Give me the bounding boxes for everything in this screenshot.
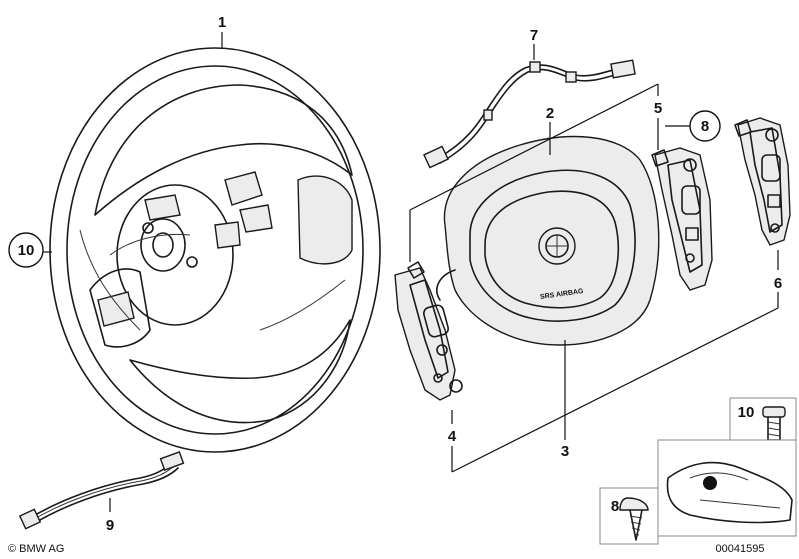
label-part-2: 2 — [546, 105, 554, 122]
svg-text:10: 10 — [18, 242, 35, 259]
airbag-module: SRS AIRBAG — [436, 135, 660, 346]
label-part-9: 9 — [106, 517, 114, 534]
label-part-5: 5 — [654, 100, 662, 117]
label-part-3: 3 — [561, 443, 569, 460]
inset-vehicle — [657, 439, 797, 537]
leader-lines — [42, 32, 779, 512]
left-multifunction-switch — [394, 261, 463, 401]
label-part-8-circled: 8 — [689, 110, 721, 142]
right-multifunction-switch — [651, 147, 713, 291]
copyright-text: © BMW AG — [8, 543, 64, 555]
svg-text:8: 8 — [701, 118, 709, 135]
steering-wheel — [49, 47, 381, 453]
sport-multifunction-switch — [734, 117, 791, 246]
ribbon-cable — [18, 451, 185, 530]
inset-self-tapping-screw — [599, 487, 659, 545]
label-part-7: 7 — [530, 27, 538, 44]
diagram-id: 00041595 — [716, 543, 765, 555]
cable-harness — [423, 59, 636, 169]
label-inset-8: 8 — [611, 498, 619, 515]
label-part-6: 6 — [774, 275, 782, 292]
label-inset-10: 10 — [738, 404, 755, 421]
label-part-10-circled: 10 — [8, 232, 44, 268]
label-part-1: 1 — [218, 14, 226, 31]
label-part-4: 4 — [448, 428, 457, 445]
